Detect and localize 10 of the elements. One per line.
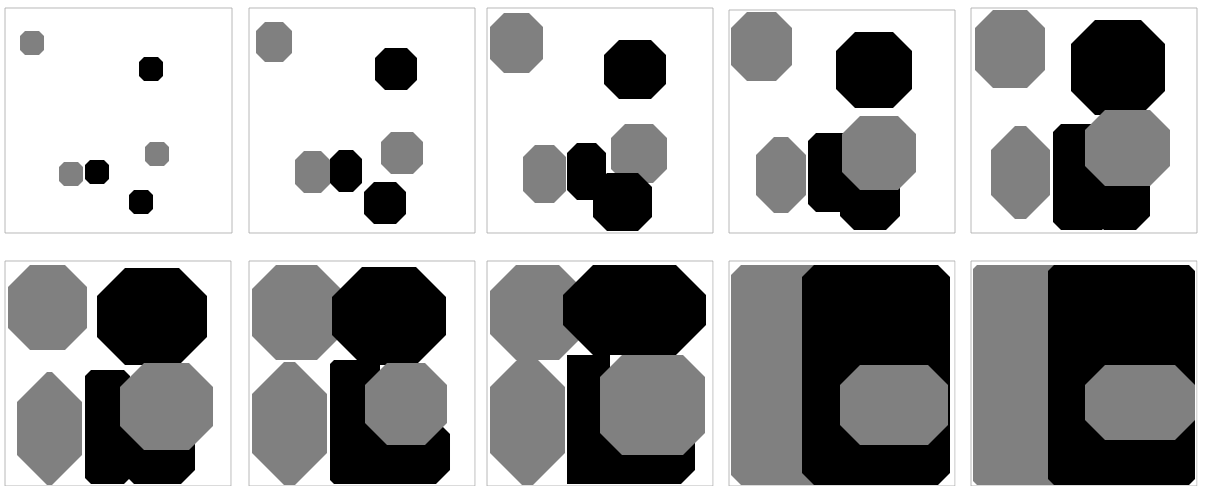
picture bbox=[970, 260, 1198, 486]
picture bbox=[4, 260, 232, 486]
picture bbox=[486, 260, 714, 486]
picture bbox=[4, 7, 233, 234]
picture bbox=[728, 260, 956, 486]
picture bbox=[486, 7, 714, 234]
picture bbox=[248, 7, 476, 234]
picture bbox=[970, 7, 1198, 234]
picture bbox=[728, 9, 956, 234]
picture bbox=[248, 260, 476, 486]
